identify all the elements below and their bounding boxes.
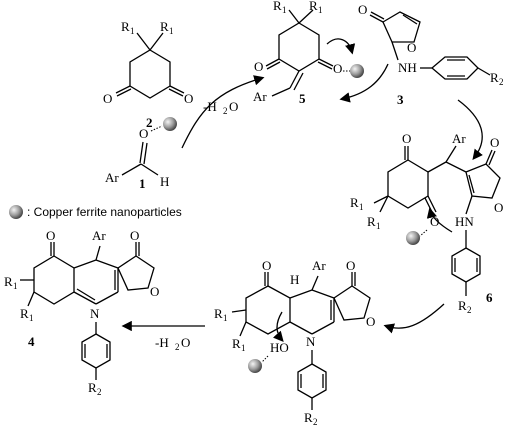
- svg-text:R: R: [350, 195, 359, 210]
- legend-catalyst-icon: [9, 205, 23, 219]
- compound-2: R 1 R 1 O O 2: [103, 19, 193, 130]
- svg-text:Ar: Ar: [312, 258, 326, 273]
- svg-text:O: O: [46, 228, 55, 243]
- svg-text:O: O: [366, 314, 375, 329]
- svg-text:1: 1: [359, 202, 364, 212]
- svg-text:R: R: [490, 70, 499, 85]
- compound-1-number: 1: [139, 176, 146, 191]
- compound-3-number: 3: [397, 92, 404, 107]
- svg-text:2: 2: [313, 417, 318, 427]
- svg-text:H: H: [160, 174, 169, 189]
- catalyst-sphere: [163, 117, 177, 131]
- catalyst-sphere: [350, 64, 364, 78]
- svg-text:O: O: [358, 2, 367, 17]
- svg-text:1: 1: [282, 5, 287, 15]
- svg-text:O: O: [150, 284, 159, 299]
- cyclized-intermediate: O H Ar O O N R 1 R 1 HO R 2: [214, 258, 375, 427]
- svg-text:O: O: [262, 258, 271, 273]
- c2-r1-right: R: [160, 19, 169, 34]
- svg-text:O: O: [407, 40, 416, 55]
- svg-text:2: 2: [175, 342, 180, 352]
- svg-text:2: 2: [499, 77, 504, 87]
- compound-2-number: 2: [146, 115, 153, 130]
- svg-text:R: R: [309, 0, 318, 13]
- compound-5: R 1 R 1 O O Ar 5: [253, 0, 364, 106]
- compound-6-number: 6: [486, 290, 493, 305]
- compound-4: O Ar O O N R 1 R 1 R 2 4: [4, 228, 159, 397]
- svg-text:O: O: [333, 61, 342, 76]
- svg-text:O: O: [103, 91, 112, 106]
- svg-text:1: 1: [130, 26, 135, 36]
- svg-text:1: 1: [241, 343, 246, 353]
- svg-text:O: O: [184, 91, 193, 106]
- michael-arrow: [457, 99, 483, 161]
- svg-text:HN: HN: [455, 214, 474, 229]
- svg-text:HO: HO: [270, 340, 289, 355]
- svg-text:O: O: [139, 126, 148, 141]
- compound-5-number: 5: [299, 91, 306, 106]
- svg-text:2: 2: [97, 387, 102, 397]
- svg-text:R: R: [214, 306, 223, 321]
- svg-text:O: O: [130, 228, 139, 243]
- svg-text:R: R: [458, 298, 467, 313]
- catalyst-sphere: [406, 231, 420, 245]
- legend-text: : Copper ferrite nanoparticles: [27, 205, 182, 219]
- cyclization-arrow: [383, 303, 445, 334]
- svg-text:1: 1: [318, 5, 323, 15]
- svg-text:R: R: [20, 306, 29, 321]
- svg-text:Ar: Ar: [105, 170, 119, 185]
- c2-r1-left: R: [121, 19, 130, 34]
- svg-text:R: R: [4, 274, 13, 289]
- svg-text:2: 2: [467, 305, 472, 315]
- svg-text:R: R: [232, 336, 241, 351]
- svg-text:O: O: [430, 214, 439, 229]
- svg-text:O: O: [346, 258, 355, 273]
- svg-text:O: O: [181, 335, 190, 350]
- svg-text:O: O: [229, 99, 238, 114]
- condensation-arrow: [181, 75, 265, 149]
- compound-1: O Ar H 1: [105, 117, 177, 191]
- svg-text:O: O: [494, 200, 503, 215]
- compound-3: O O NH R 2 3: [339, 2, 504, 107]
- svg-text:R: R: [367, 214, 376, 229]
- dehydration-label: -H: [155, 335, 169, 350]
- svg-text:1: 1: [13, 281, 18, 291]
- svg-text:O: O: [254, 59, 263, 74]
- svg-text:O: O: [402, 131, 411, 146]
- svg-text:2: 2: [223, 106, 228, 116]
- svg-text:1: 1: [223, 313, 228, 323]
- catalyst-sphere: [248, 359, 262, 373]
- svg-text:R: R: [88, 380, 97, 395]
- svg-text:Ar: Ar: [253, 89, 267, 104]
- svg-text:1: 1: [169, 26, 174, 36]
- svg-text:O: O: [490, 135, 499, 150]
- svg-text:R: R: [273, 0, 282, 13]
- svg-text:1: 1: [376, 221, 381, 231]
- svg-text:1: 1: [29, 313, 34, 323]
- svg-text:Ar: Ar: [452, 131, 466, 146]
- svg-text:Ar: Ar: [92, 228, 106, 243]
- svg-text:N: N: [306, 334, 316, 349]
- compound-4-number: 4: [28, 334, 35, 349]
- svg-text:H: H: [290, 272, 299, 287]
- svg-text:N: N: [90, 306, 100, 321]
- compound-6: O Ar O O R 1 R 1 O HN R 2 6: [350, 131, 503, 315]
- condensation-label: -H: [203, 99, 217, 114]
- svg-text:NH: NH: [398, 60, 417, 75]
- svg-text:R: R: [304, 410, 313, 425]
